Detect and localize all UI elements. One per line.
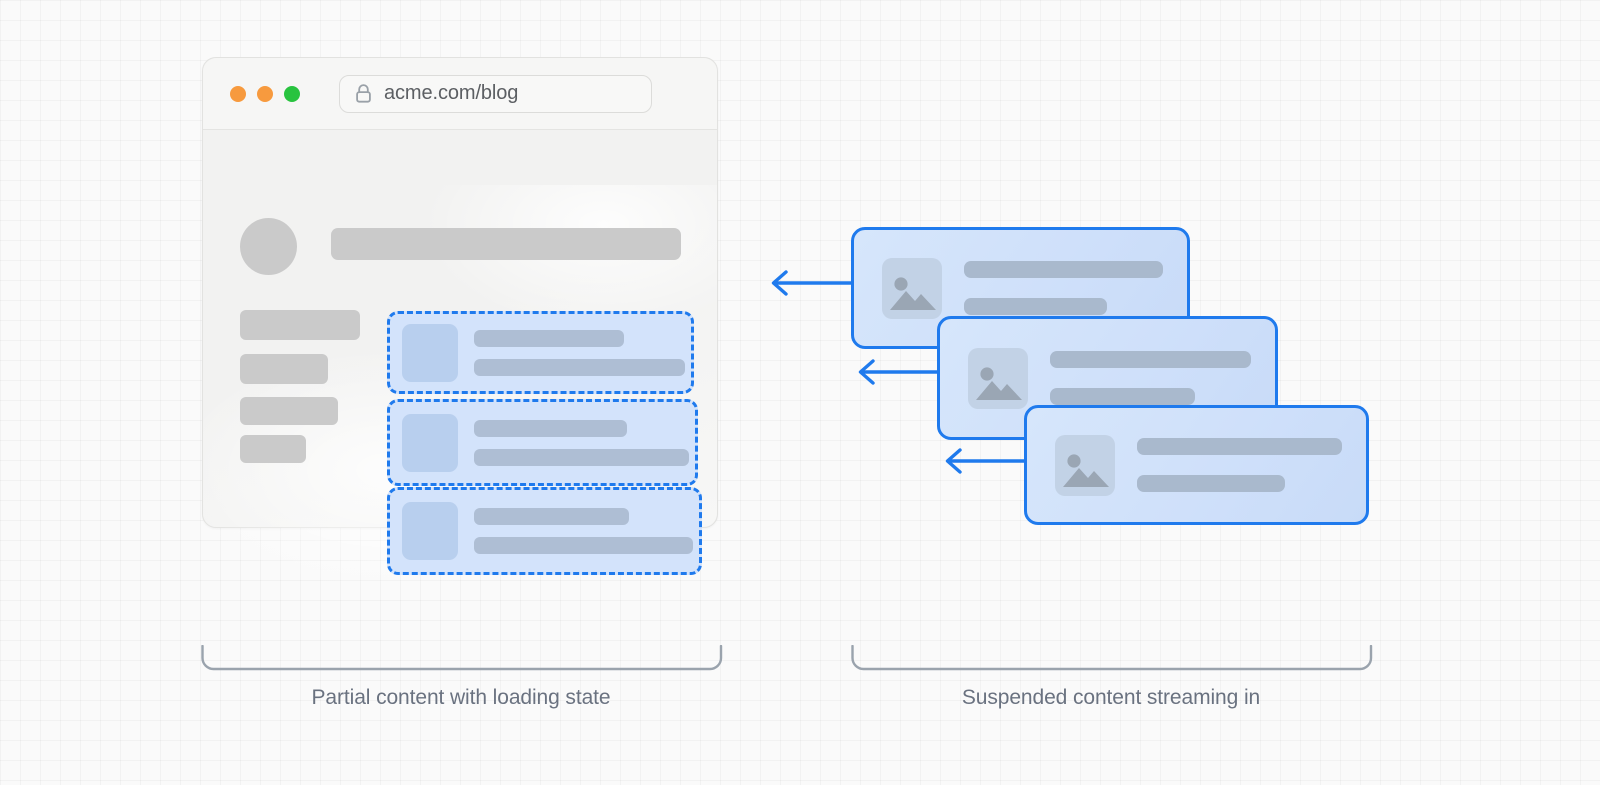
loading-card-lines [474,508,699,554]
maximize-window-button[interactable] [284,85,300,102]
sidebar-bar-4 [240,435,306,463]
loading-line-full [474,537,693,554]
caption-left: Partial content with loading state [311,686,611,709]
suspended-line-full [964,261,1163,278]
thumb-placeholder [402,323,458,382]
thumb-placeholder [402,413,458,472]
suspended-card-1 [851,227,1190,349]
address-bar[interactable]: acme.com/blog [339,74,652,113]
url-text: acme.com/blog [384,82,519,104]
bracket-left [201,645,723,671]
loading-line-full [474,448,689,466]
suspended-line-short [1050,388,1195,405]
suspended-card-lines [1050,351,1275,405]
lock-icon [356,83,371,103]
bracket-right [851,645,1373,671]
browser-viewport [203,130,717,582]
image-placeholder-icon [1055,434,1115,496]
title-placeholder [331,228,681,260]
image-placeholder-icon [968,347,1028,409]
loading-line-short [474,329,624,347]
loading-line-full [474,358,685,376]
sidebar-bar-1 [240,310,360,340]
traffic-light-group [230,85,300,102]
suspended-line-full [1050,351,1251,368]
sidebar-bar-2 [240,354,328,384]
stream-arrow-1 [771,270,857,296]
suspended-card-lines [964,261,1187,315]
caption-right: Suspended content streaming in [961,686,1261,709]
loading-line-short [474,508,630,525]
stream-arrow-2 [858,359,944,385]
browser-chrome-bar: acme.com/blog [203,58,717,130]
loading-card-lines [474,329,691,376]
suspended-line-full [1137,438,1342,455]
close-window-button[interactable] [230,85,246,102]
suspended-line-short [1137,475,1285,492]
suspended-line-short [964,298,1108,315]
loading-card-1 [387,311,694,394]
stream-arrow-3 [945,448,1031,474]
image-placeholder-icon [882,257,942,319]
loading-card-3 [387,487,702,575]
minimize-window-button[interactable] [257,85,273,102]
loading-card-2 [387,399,698,486]
thumb-placeholder [402,502,458,560]
avatar-placeholder [240,218,297,275]
suspended-card-3 [1024,405,1369,525]
suspended-card-lines [1137,438,1366,492]
browser-window: acme.com/blog [202,57,718,582]
sidebar-bar-3 [240,397,338,425]
loading-line-short [474,419,627,437]
loading-card-lines [474,419,695,466]
